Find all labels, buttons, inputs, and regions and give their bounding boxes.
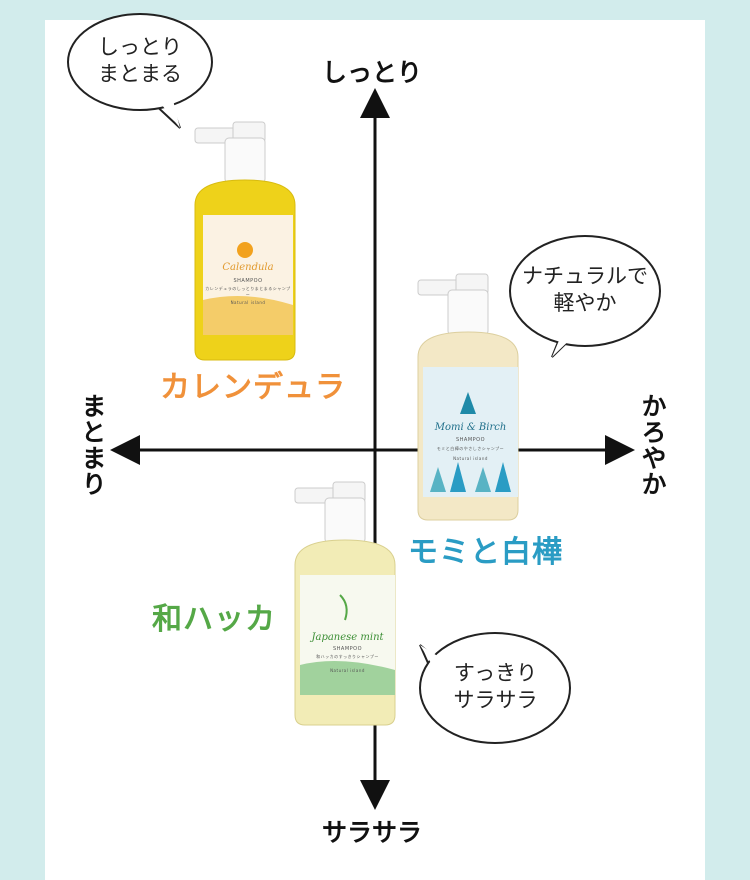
calendula-label-brand: Natural island: [230, 300, 266, 305]
axis-label-left: まとまり: [78, 393, 107, 497]
bubble-calendula-text: しっとり まとまる: [98, 35, 182, 87]
axis-label-right: かろやか: [638, 393, 667, 497]
calendula-label-shampoo: SHAMPOO: [233, 278, 263, 284]
calendula-label-title: Calendula: [222, 262, 274, 273]
bubble-mint-text: すっきり サラサラ: [453, 661, 538, 713]
bubble-momi-text: ナチュラルで 軽やか: [522, 264, 648, 316]
bubble-calendula-shape: [67, 13, 213, 129]
bubble-momi-shape: [509, 235, 661, 358]
axis-label-bottom: サラサラ: [322, 818, 423, 847]
momi-label-title: Momi & Birch: [434, 422, 507, 433]
momi-label-brand: Natural island: [453, 456, 488, 461]
bottle-mint: [294, 481, 396, 726]
momi-label-jp: モミと白樺のやさしさシャンプー: [436, 446, 505, 451]
mint-label-title: Japanese mint: [311, 632, 384, 643]
product-name-calendula: カレンデュラ: [160, 370, 346, 405]
bubble-mint-shape: [419, 632, 571, 744]
product-name-momi: モミと白樺: [408, 535, 563, 570]
product-name-mint: 和ハッカ: [152, 602, 276, 637]
bottle-momi: [417, 273, 519, 521]
bottle-calendula: [194, 121, 296, 361]
mint-label-brand: Natural island: [330, 668, 365, 673]
mint-label-jp: 和ハッカのすっきりシャンプー: [316, 654, 379, 659]
momi-label-shampoo: SHAMPOO: [455, 437, 486, 443]
calendula-label-jp: カレンデュラのしっとりまとまるシャンプー: [205, 286, 291, 297]
mint-label-shampoo: SHAMPOO: [332, 646, 363, 652]
axis-label-top: しっとり: [322, 58, 423, 87]
